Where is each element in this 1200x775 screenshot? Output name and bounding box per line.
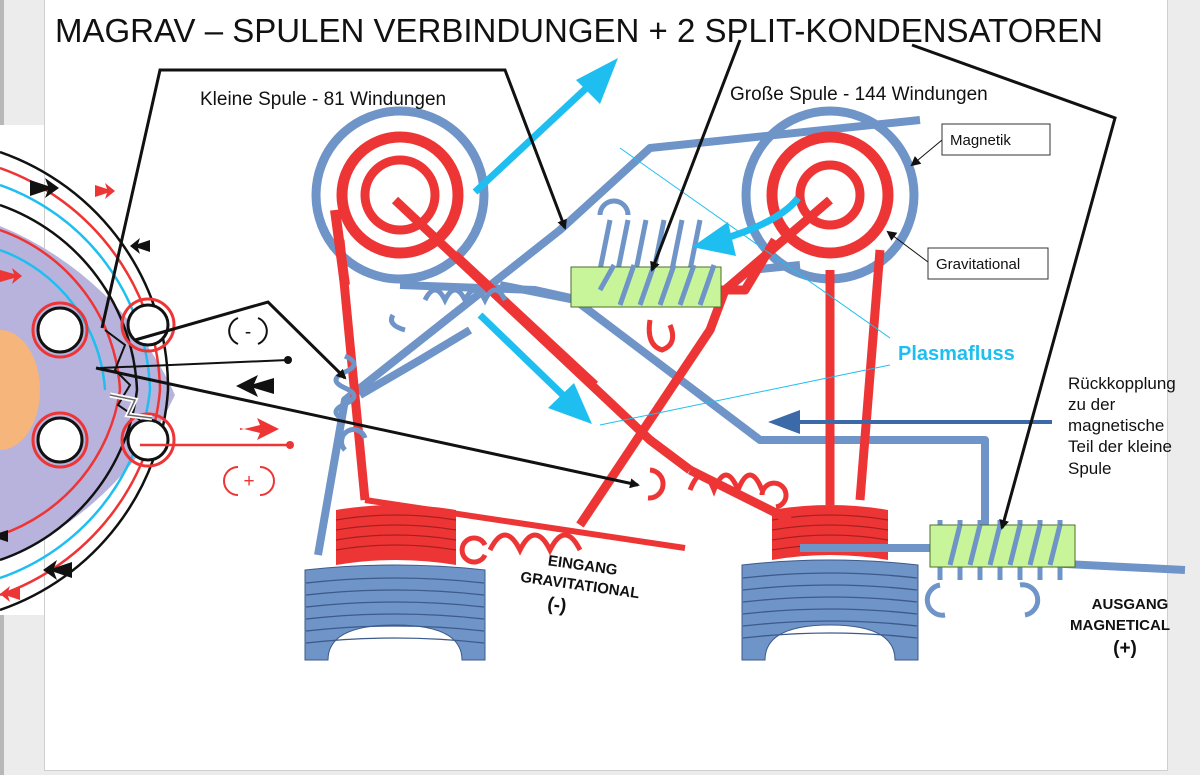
magnetik-label: Magnetik	[950, 132, 1011, 149]
plasmafluss-label: Plasmafluss	[898, 343, 1015, 365]
coil-loop-top-left	[36, 306, 84, 354]
gravitational-label: Gravitational	[936, 256, 1020, 273]
minus-lead-arrow-icon	[236, 375, 274, 397]
large-coil-label: Große Spule - 144 Windungen	[730, 84, 988, 105]
output-polarity: (+)	[1113, 638, 1137, 659]
output-label-line-1: AUSGANG	[1092, 596, 1169, 613]
split-capacitor-top	[570, 266, 722, 308]
coil-loop-bottom-left	[36, 416, 84, 464]
coil-loop-bottom-right	[126, 418, 170, 462]
plus-symbol: +	[243, 471, 254, 492]
output-label-line-2: MAGNETICAL	[1070, 617, 1170, 634]
feedback-line-5: Spule	[1068, 459, 1111, 478]
red-flow-arrow-icon	[95, 183, 115, 199]
large-coil-base	[741, 505, 919, 661]
terminal-leads: - +	[99, 317, 294, 496]
feedback-line-3: magnetische	[1068, 416, 1164, 435]
feedback-line-4: Teil der kleine	[1068, 437, 1172, 456]
feedback-line-2: zu der	[1068, 395, 1116, 414]
black-flow-arrow-icon	[30, 178, 59, 198]
magnetik-label-box	[941, 123, 1051, 156]
plasma-arrow-left	[718, 195, 801, 244]
small-coil-base	[304, 505, 486, 661]
feedback-line-1: Rückkopplung	[1068, 374, 1176, 393]
input-polarity: (-)	[546, 594, 568, 617]
callout-lines	[95, 39, 1117, 530]
plus-lead-arrow-icon	[240, 418, 279, 440]
plasma-arrow-down	[477, 312, 571, 403]
input-label-group: EINGANG GRAVITATIONAL (-)	[519, 552, 640, 617]
left-coil-detail	[0, 125, 176, 615]
page-title: MAGRAV – SPULEN VERBINDUNGEN + 2 SPLIT-K…	[55, 12, 1103, 49]
small-coil-label: Kleine Spule - 81 Windungen	[200, 89, 446, 110]
coil-loop-top-right	[126, 303, 170, 347]
gravitational-label-box	[927, 247, 1049, 280]
small-spiral-coil	[311, 106, 489, 286]
plasma-arrow-up	[472, 77, 598, 195]
plasma-flow-arrows	[472, 58, 891, 426]
red-wiring	[335, 196, 885, 551]
feedback-arrow	[768, 410, 1052, 434]
minus-symbol: -	[245, 322, 251, 343]
core-shape	[0, 330, 40, 450]
